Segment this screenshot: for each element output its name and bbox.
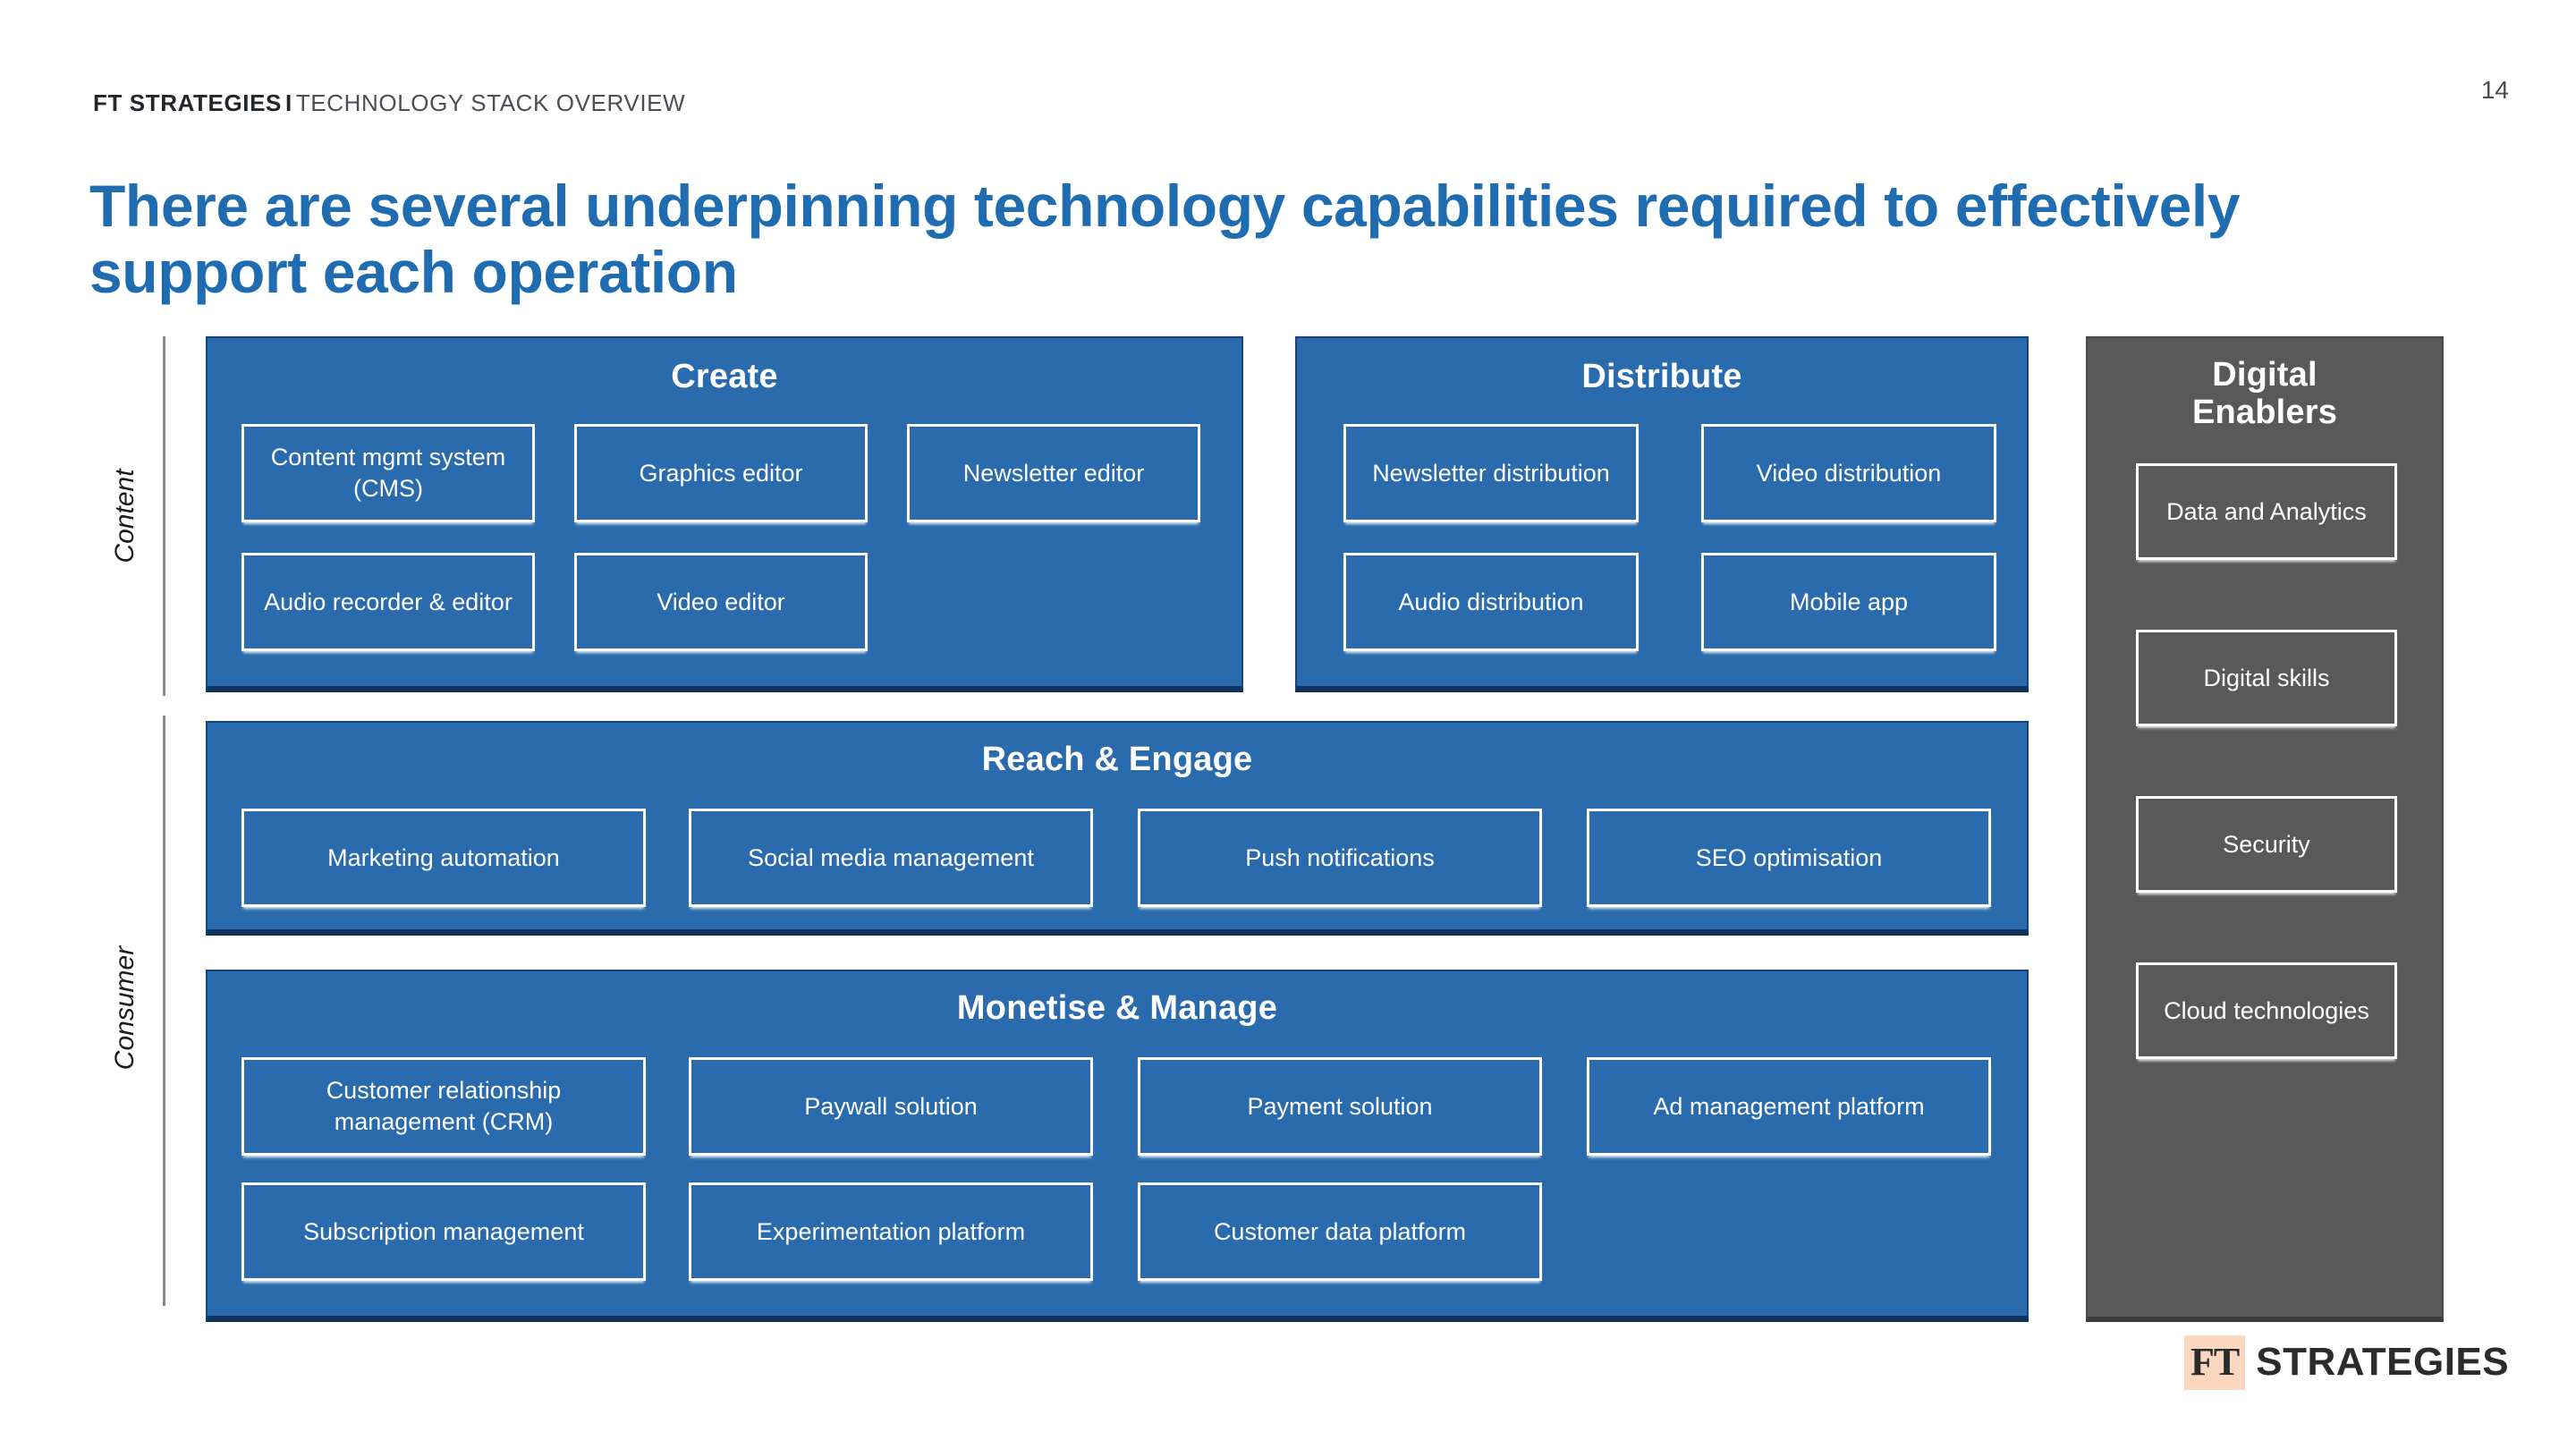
chip-seo-optimisation[interactable]: SEO optimisation bbox=[1587, 809, 1991, 907]
chip-security[interactable]: Security bbox=[2136, 796, 2397, 893]
panel-distribute-title: Distribute bbox=[1581, 358, 1742, 395]
ft-logo-word: STRATEGIES bbox=[2256, 1340, 2510, 1384]
consumer-group-rule bbox=[163, 716, 165, 1306]
consumer-group-label: Consumer bbox=[110, 945, 140, 1071]
chip-marketing-automation[interactable]: Marketing automation bbox=[242, 809, 646, 907]
chip-payment-solution[interactable]: Payment solution bbox=[1138, 1057, 1542, 1156]
page-number: 14 bbox=[2480, 76, 2509, 104]
chip-audio-recorder-editor[interactable]: Audio recorder & editor bbox=[242, 553, 535, 651]
chip-graphics-editor[interactable]: Graphics editor bbox=[574, 424, 868, 522]
panel-digital-enablers-title-line1: Digital bbox=[2212, 356, 2318, 394]
chip-mobile-app[interactable]: Mobile app bbox=[1701, 553, 1996, 651]
breadcrumb-subtitle: TECHNOLOGY STACK OVERVIEW bbox=[295, 89, 686, 116]
chip-customer-data-platform[interactable]: Customer data platform bbox=[1138, 1182, 1542, 1281]
chip-newsletter-distribution[interactable]: Newsletter distribution bbox=[1343, 424, 1639, 522]
breadcrumb-brand: FT STRATEGIES bbox=[93, 89, 282, 116]
chip-paywall-solution[interactable]: Paywall solution bbox=[689, 1057, 1093, 1156]
ft-logo-mark: FT bbox=[2184, 1335, 2246, 1390]
chip-social-media-management[interactable]: Social media management bbox=[689, 809, 1093, 907]
page-title: There are several underpinning technolog… bbox=[89, 173, 2241, 306]
chip-subscription-management[interactable]: Subscription management bbox=[242, 1182, 646, 1281]
chip-audio-distribution[interactable]: Audio distribution bbox=[1343, 553, 1639, 651]
chip-push-notifications[interactable]: Push notifications bbox=[1138, 809, 1542, 907]
panel-digital-enablers-title-line2: Enablers bbox=[2191, 394, 2338, 431]
chip-newsletter-editor[interactable]: Newsletter editor bbox=[907, 424, 1200, 522]
chip-ad-management-platform[interactable]: Ad management platform bbox=[1587, 1057, 1991, 1156]
chip-cloud-technologies[interactable]: Cloud technologies bbox=[2136, 962, 2397, 1059]
panel-create-title: Create bbox=[671, 358, 778, 395]
panel-reach-engage-title: Reach & Engage bbox=[981, 741, 1253, 778]
panel-reach-engage[interactable]: Reach & Engage Marketing automation Soci… bbox=[206, 721, 2029, 936]
content-group-rule bbox=[163, 336, 165, 696]
panel-create[interactable]: Create Content mgmt system (CMS) Graphic… bbox=[206, 336, 1243, 692]
ft-strategies-logo: FT STRATEGIES bbox=[2184, 1335, 2509, 1390]
panel-monetise-manage[interactable]: Monetise & Manage Customer relationship … bbox=[206, 970, 2029, 1322]
panel-distribute[interactable]: Distribute Newsletter distribution Video… bbox=[1295, 336, 2029, 692]
content-group-label: Content bbox=[110, 469, 140, 564]
chip-video-editor[interactable]: Video editor bbox=[574, 553, 868, 651]
chip-digital-skills[interactable]: Digital skills bbox=[2136, 630, 2397, 726]
breadcrumb-separator: I bbox=[285, 89, 292, 116]
chip-data-and-analytics[interactable]: Data and Analytics bbox=[2136, 463, 2397, 560]
chip-video-distribution[interactable]: Video distribution bbox=[1701, 424, 1996, 522]
panel-monetise-manage-title: Monetise & Manage bbox=[956, 989, 1278, 1027]
panel-digital-enablers[interactable]: Digital Enablers Data and Analytics Digi… bbox=[2086, 336, 2444, 1322]
chip-content-mgmt-system[interactable]: Content mgmt system (CMS) bbox=[242, 424, 535, 522]
chip-customer-relationship-management[interactable]: Customer relationship management (CRM) bbox=[242, 1057, 646, 1156]
chip-experimentation-platform[interactable]: Experimentation platform bbox=[689, 1182, 1093, 1281]
